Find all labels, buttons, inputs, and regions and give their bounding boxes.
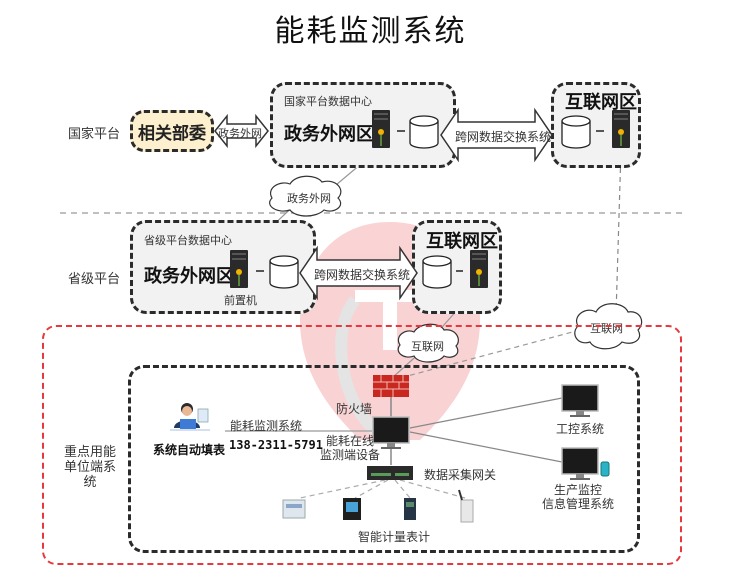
gov-network-cloud-label: 政务外网 bbox=[287, 192, 331, 205]
internet-cloud-left-label: 互联网 bbox=[411, 340, 444, 353]
link-monitor-ics bbox=[409, 397, 563, 429]
meters-label: 智能计量表计 bbox=[358, 530, 431, 544]
national-exchange-label: 跨网数据交换系统 bbox=[455, 130, 552, 144]
provincial-gov-zone-title: 政务外网区 bbox=[144, 266, 234, 287]
enterprise-zone bbox=[42, 325, 682, 565]
page-title: 能耗监测系统 bbox=[274, 14, 467, 49]
national-gov-zone-title: 政务外网区 bbox=[284, 124, 374, 145]
monitor-device-label: 能耗在线 监测端设备 bbox=[320, 434, 381, 462]
firewall-icon bbox=[373, 375, 409, 397]
provincial-exchange-arrow bbox=[299, 245, 418, 301]
meter-icon-2 bbox=[343, 498, 361, 520]
link-rightcloud-firewall bbox=[399, 329, 581, 379]
user-label: 系统自动填表 bbox=[153, 443, 226, 457]
meter-icon-4 bbox=[458, 489, 474, 523]
ministry-node: 相关部委 bbox=[130, 110, 214, 152]
front-server-label: 前置机 bbox=[224, 294, 257, 307]
meter-icon-1 bbox=[282, 499, 306, 519]
link-national-internet-cloud bbox=[615, 149, 622, 316]
national-exchange-arrow bbox=[440, 107, 553, 163]
link-monitor-production bbox=[409, 431, 563, 463]
level-label-provincial: 省级平台 bbox=[68, 272, 121, 287]
system-link-label: 能耗监测系统 bbox=[230, 419, 303, 433]
gateway-label: 数据采集网关 bbox=[424, 468, 497, 482]
provincial-datacenter-label: 省级平台数据中心 bbox=[144, 234, 232, 247]
provincial-exchange-label: 跨网数据交换系统 bbox=[314, 268, 411, 282]
mobile-phone-icon bbox=[600, 461, 610, 477]
production-label: 生产监控 信息管理系统 bbox=[542, 483, 615, 511]
provincial-internet-zone-title: 互联网区 bbox=[426, 231, 498, 252]
ministry-link-label: 政务外网 bbox=[218, 127, 262, 140]
gov-network-cloud bbox=[269, 175, 342, 217]
ministry-label: 相关部委 bbox=[138, 123, 206, 144]
enterprise-inner-zone bbox=[128, 365, 640, 553]
firewall-label: 防火墙 bbox=[336, 402, 373, 416]
national-datacenter-label: 国家平台数据中心 bbox=[284, 95, 372, 108]
phone-number: 138-2311-5791 bbox=[229, 438, 323, 452]
gateway-icon bbox=[367, 466, 413, 480]
ics-label: 工控系统 bbox=[556, 422, 605, 436]
internet-cloud-left bbox=[397, 323, 459, 363]
level-label-national: 国家平台 bbox=[68, 127, 121, 142]
level-label-enterprise: 重点用能 单位端系统 bbox=[63, 445, 116, 490]
user-at-laptop-icon bbox=[170, 403, 210, 431]
meter-icon-3 bbox=[404, 498, 416, 520]
national-internet-zone-title: 互联网区 bbox=[565, 92, 637, 113]
